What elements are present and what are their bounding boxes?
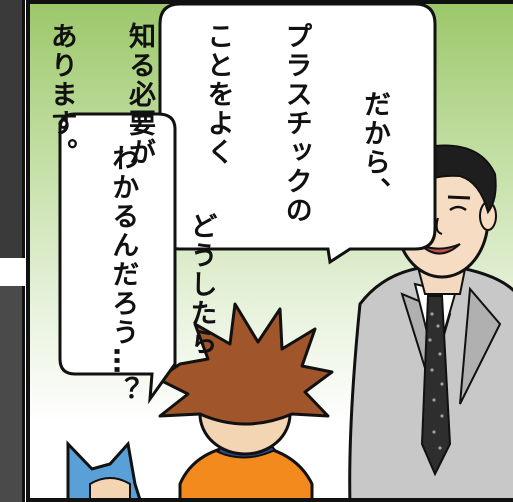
speech-bubble-boy <box>58 112 177 405</box>
adjacent-panel-bottom <box>0 286 25 502</box>
speech-text-boy: どうしたら わかるんだろう…？ <box>107 144 217 405</box>
speech-text-man: だから、 プラスチックの ことをよく 知る必要が あります。 <box>45 22 390 225</box>
panel-artwork <box>58 4 513 498</box>
comic-panel: だから、 プラスチックの ことをよく 知る必要が あります。 どうしたら わかる… <box>26 0 513 502</box>
cat-hat-figure <box>66 440 142 498</box>
boy-figure <box>156 302 334 498</box>
adjacent-panel-top <box>0 0 25 258</box>
